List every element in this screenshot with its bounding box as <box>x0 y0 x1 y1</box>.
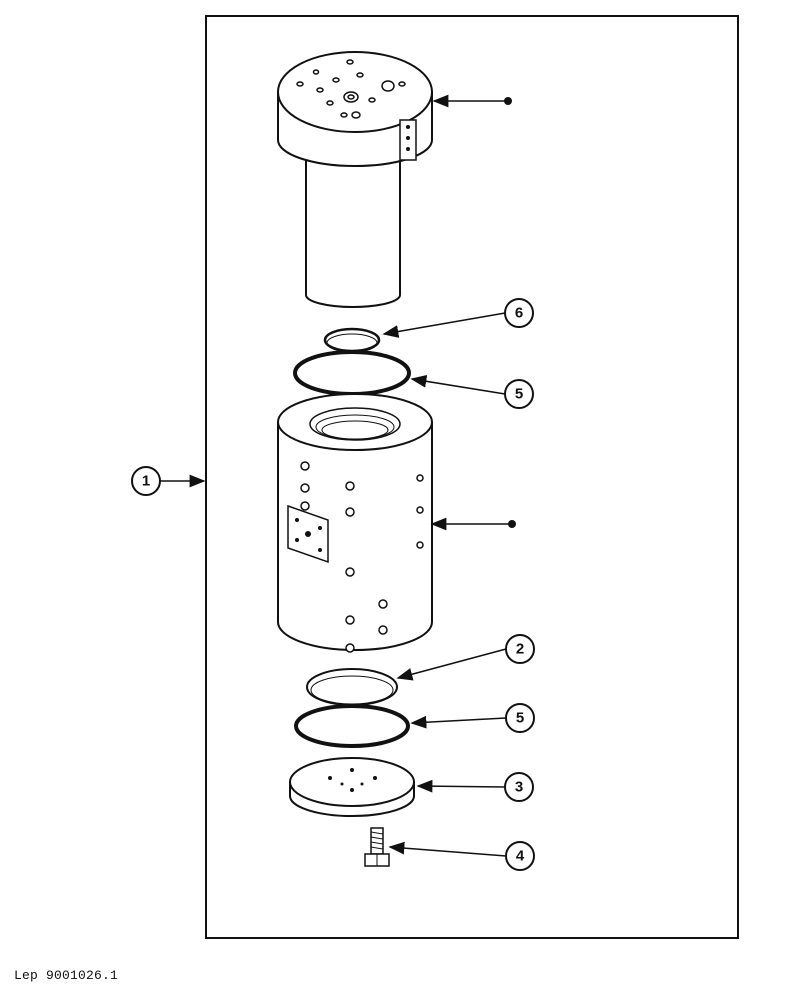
callout-bubble-6 <box>504 298 534 328</box>
leader-line-6 <box>382 312 506 338</box>
housing-part <box>277 393 433 653</box>
ring-2 <box>306 668 398 706</box>
callout-bubble-4 <box>505 841 535 871</box>
callout-bubble-2 <box>505 634 535 664</box>
callout-number-2: 2 <box>516 641 524 658</box>
o-ring-6 <box>323 327 381 353</box>
cover-plate-3 <box>289 757 415 817</box>
leader-line-5-lower <box>410 715 507 729</box>
callout-number-5-upper: 5 <box>515 386 523 403</box>
callout-number-4: 4 <box>516 848 525 865</box>
callout-bubble-5-lower <box>505 703 535 733</box>
callout-bubble-1 <box>131 466 161 496</box>
o-ring-5-upper <box>293 350 411 396</box>
callout-bubble-5-upper <box>504 379 534 409</box>
leader-line-5-upper <box>410 374 506 395</box>
callout-number-3: 3 <box>515 779 523 796</box>
figure-reference-caption: Lep 9001026.1 <box>14 968 119 983</box>
leader-line-2 <box>396 648 507 681</box>
callout-number-1: 1 <box>142 473 150 490</box>
reference-dot-spindle <box>504 97 512 105</box>
reference-dot-housing <box>508 520 516 528</box>
assembly-frame <box>205 15 739 939</box>
leader-line-3 <box>416 779 506 793</box>
callout-number-5-lower: 5 <box>516 710 524 727</box>
callout-bubble-3 <box>504 772 534 802</box>
bolt-4 <box>364 827 390 867</box>
callout-number-6: 6 <box>515 305 523 322</box>
leader-line-4 <box>388 841 507 857</box>
o-ring-5-lower <box>294 704 410 748</box>
spindle-part <box>277 51 433 308</box>
